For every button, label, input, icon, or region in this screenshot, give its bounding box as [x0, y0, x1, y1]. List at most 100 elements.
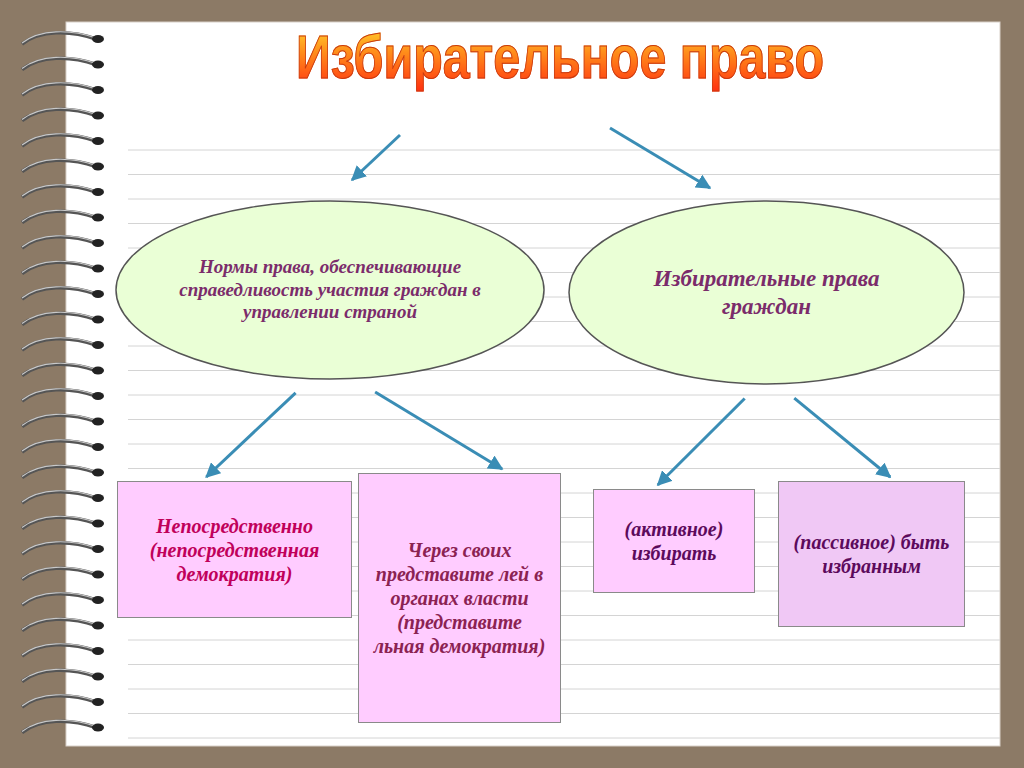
ruled-line: [128, 468, 1000, 469]
ring-wire: [22, 109, 96, 120]
ring-hole: [92, 61, 104, 69]
ring-wire: [22, 696, 96, 707]
ring-wire: [22, 33, 96, 44]
connector-arrow: [794, 398, 890, 477]
ring-hole: [92, 392, 104, 400]
title: Избирательное право: [279, 20, 841, 94]
ring-highlight: [22, 440, 96, 451]
ring-highlight: [22, 618, 96, 629]
ring-hole: [92, 341, 104, 349]
ring-highlight: [22, 363, 96, 374]
spiral-ring: [22, 363, 104, 375]
ring-highlight: [22, 83, 96, 94]
connector-arrow: [375, 392, 502, 469]
ring-highlight: [22, 32, 96, 43]
page-sheet: [66, 22, 1000, 746]
ring-highlight: [22, 287, 96, 298]
ring-wire: [22, 237, 96, 248]
spiral-ring: [22, 210, 104, 222]
ring-wire: [22, 568, 96, 579]
ring-wire: [22, 390, 96, 401]
ring-highlight: [22, 567, 96, 578]
spiral-ring: [22, 108, 104, 120]
ring-wire: [22, 721, 96, 732]
ring-wire: [22, 186, 96, 197]
ring-hole: [92, 596, 104, 604]
spiral-ring: [22, 185, 104, 197]
ruled-line: [128, 174, 1000, 175]
ring-highlight: [22, 414, 96, 425]
ring-highlight: [22, 389, 96, 400]
spiral-ring: [22, 338, 104, 350]
ring-wire: [22, 517, 96, 528]
spiral-ring: [22, 134, 104, 146]
ring-wire: [22, 543, 96, 554]
ring-hole: [92, 290, 104, 298]
spiral-ring: [22, 593, 104, 605]
ellipse-shape: [569, 201, 964, 384]
ring-hole: [92, 316, 104, 324]
ring-highlight: [22, 134, 96, 145]
ruled-line: [128, 199, 1000, 200]
ring-highlight: [22, 57, 96, 68]
ring-hole: [92, 469, 104, 477]
ring-hole: [92, 443, 104, 451]
ruled-line: [128, 738, 1000, 739]
spiral-ring: [22, 159, 104, 171]
connector-arrow: [658, 398, 745, 485]
ring-highlight: [22, 593, 96, 604]
ring-wire: [22, 339, 96, 350]
spiral-ring: [22, 440, 104, 452]
ring-highlight: [22, 261, 96, 272]
ring-hole: [92, 188, 104, 196]
ring-hole: [92, 494, 104, 502]
ring-hole: [92, 520, 104, 528]
spiral-ring: [22, 287, 104, 299]
ring-hole: [92, 112, 104, 120]
title-arrow: [352, 135, 400, 180]
ring-highlight: [22, 516, 96, 527]
ring-wire: [22, 441, 96, 452]
spiral-ring: [22, 389, 104, 401]
spiral-ring: [22, 720, 104, 732]
ring-hole: [92, 622, 104, 630]
ring-wire: [22, 492, 96, 503]
ring-highlight: [22, 108, 96, 119]
ring-wire: [22, 313, 96, 324]
ring-wire: [22, 58, 96, 69]
spiral-ring: [22, 261, 104, 273]
ring-wire: [22, 84, 96, 95]
ring-wire: [22, 364, 96, 375]
text-box: Через своих представите лей в органах вл…: [358, 473, 561, 723]
ring-highlight: [22, 236, 96, 247]
node-text: (активное) избирать: [599, 517, 749, 565]
spiral-ring: [22, 465, 104, 477]
ring-wire: [22, 645, 96, 656]
node-text: Через своих представите лей в органах вл…: [370, 538, 550, 658]
spiral-ring: [22, 491, 104, 503]
text-box: Непосредственно (непосредственная демокр…: [117, 481, 352, 618]
ring-wire: [22, 160, 96, 171]
node-text: (пассивное) быть избранным: [787, 530, 957, 578]
spiral-ring: [22, 695, 104, 707]
ring-highlight: [22, 159, 96, 170]
ring-hole: [92, 367, 104, 375]
ring-wire: [22, 594, 96, 605]
title-arrow: [610, 128, 710, 188]
ring-hole: [92, 698, 104, 706]
ring-wire: [22, 670, 96, 681]
node-text: Непосредственно (непосредственная демокр…: [122, 514, 347, 586]
ring-hole: [92, 647, 104, 655]
ring-wire: [22, 211, 96, 222]
ruled-line: [128, 395, 1000, 396]
ring-hole: [92, 571, 104, 579]
spiral-ring: [22, 312, 104, 324]
spiral-ring: [22, 542, 104, 554]
spiral-ring: [22, 516, 104, 528]
text-box: (пассивное) быть избранным: [778, 481, 965, 627]
ring-hole: [92, 545, 104, 553]
spiral-binding: [22, 32, 104, 733]
ring-highlight: [22, 669, 96, 680]
ring-highlight: [22, 210, 96, 221]
connector-arrow: [206, 393, 295, 477]
